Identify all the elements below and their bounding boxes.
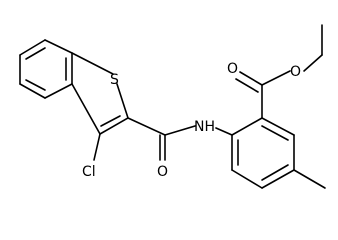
sulfur-label: S — [110, 72, 119, 88]
ester-carbonyl-oxygen-label: O — [227, 61, 238, 77]
amide-group — [127, 117, 196, 161]
benzothiophene-benzene-ring — [19, 39, 73, 99]
amide-nitrogen-label: NH — [194, 119, 215, 135]
n-aryl-bond — [215, 127, 233, 136]
ester-ether-oxygen-label: O — [290, 64, 301, 80]
amide-oxygen-label: O — [157, 164, 168, 180]
ester-group — [235, 24, 323, 119]
thiophene-ring — [71, 52, 129, 135]
methyl-bond — [293, 169, 326, 189]
chemical-structure-diagram: S Cl O NH O O — [19, 24, 326, 189]
benzoate-benzene-ring — [231, 117, 295, 189]
c-cl-bond — [93, 133, 101, 161]
chlorine-label: Cl — [82, 164, 96, 180]
